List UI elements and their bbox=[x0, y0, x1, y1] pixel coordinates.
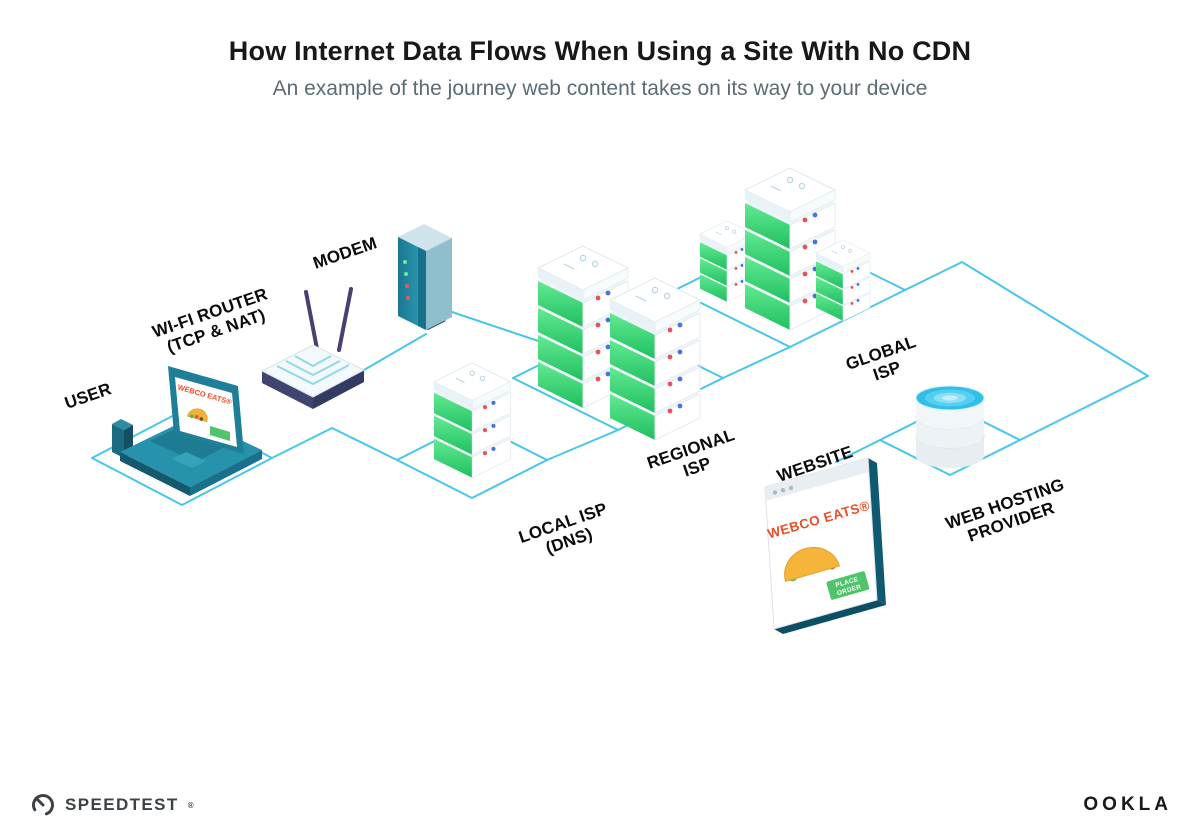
page-header: How Internet Data Flows When Using a Sit… bbox=[0, 36, 1200, 101]
speedtest-logo: SPEEDTEST ® bbox=[30, 792, 194, 818]
hosting-illustration bbox=[915, 385, 985, 468]
laptop-illustration: WEBCO EATS® bbox=[112, 366, 262, 496]
router-antenna bbox=[304, 290, 320, 356]
browser-dot bbox=[772, 490, 778, 495]
browser-dot bbox=[788, 485, 794, 491]
website-window: WEBCO EATS® PLACE ORDER bbox=[764, 457, 886, 634]
website-taco-graphic bbox=[784, 546, 841, 582]
laptop-order-button bbox=[210, 426, 230, 441]
page-subtitle: An example of the journey web content ta… bbox=[272, 77, 928, 100]
website-order-button: PLACE ORDER bbox=[826, 571, 870, 600]
speedtest-wordmark: SPEEDTEST bbox=[65, 795, 179, 814]
laptop-taco-graphic bbox=[187, 408, 208, 423]
local-isp-servers bbox=[433, 362, 512, 479]
router-illustration bbox=[260, 287, 366, 409]
browser-dot bbox=[780, 488, 786, 493]
speedtest-trademark: ® bbox=[187, 800, 194, 810]
page-title: How Internet Data Flows When Using a Sit… bbox=[228, 36, 972, 66]
ookla-wordmark: OOKLA bbox=[1083, 794, 1172, 815]
router-antenna bbox=[337, 287, 353, 352]
regional-isp-servers bbox=[537, 245, 701, 441]
ookla-logo: OOKLA bbox=[1083, 794, 1172, 816]
speedtest-gauge-icon bbox=[32, 794, 54, 816]
modem-illustration bbox=[398, 224, 452, 330]
global-isp-servers bbox=[699, 167, 871, 331]
